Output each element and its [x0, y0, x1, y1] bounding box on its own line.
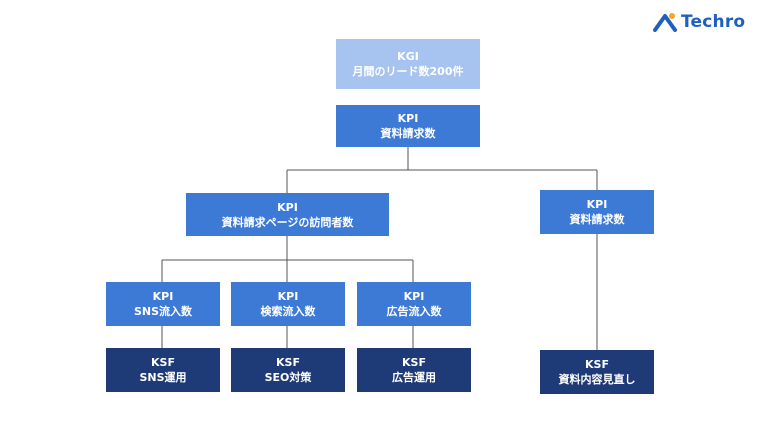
kpi-visitors-label: 資料請求ページの訪問者数: [221, 215, 354, 229]
kgi-label: 月間のリード数200件: [352, 65, 464, 78]
ksf-seo-title: KSF: [276, 356, 300, 369]
kpi-visitors-title: KPI: [277, 200, 298, 214]
kpi-sns-title: KPI: [152, 290, 174, 303]
ksf-doc-label: 資料内容見直し: [558, 373, 636, 386]
kpi-ad-title: KPI: [403, 290, 425, 303]
kpi-top-title: KPI: [397, 112, 419, 125]
ksf-ad-label: 広告運用: [392, 371, 436, 384]
kpi-search-label: 検索流入数: [260, 305, 316, 318]
ksf-ad-box: KSF 広告運用: [357, 348, 471, 392]
kgi-title: KGI: [397, 50, 419, 63]
ksf-seo-box: KSF SEO対策: [231, 348, 345, 392]
techro-logo[interactable]: Techro: [653, 10, 745, 34]
kpi-search-box: KPI 検索流入数: [231, 282, 345, 326]
kgi-box: KGI 月間のリード数200件: [336, 39, 480, 89]
kpi-ad-label: 広告流入数: [386, 305, 442, 318]
ksf-sns-box: KSF SNS運用: [106, 348, 220, 392]
kpi-ad-box: KPI 広告流入数: [357, 282, 471, 326]
kpi-right-box: KPI 資料請求数: [540, 190, 654, 234]
techro-logo-icon: [653, 13, 677, 32]
kpi-visitors-box: KPI 資料請求ページの訪問者数: [186, 193, 389, 236]
ksf-sns-label: SNS運用: [139, 371, 187, 384]
kpi-right-title: KPI: [586, 198, 608, 211]
ksf-ad-title: KSF: [402, 356, 426, 369]
ksf-sns-title: KSF: [151, 356, 175, 369]
ksf-doc-box: KSF 資料内容見直し: [540, 350, 654, 394]
kpi-search-title: KPI: [277, 290, 299, 303]
kpi-top-label: 資料請求数: [380, 127, 436, 140]
ksf-seo-label: SEO対策: [264, 371, 312, 384]
kpi-top-box: KPI 資料請求数: [336, 105, 480, 147]
kpi-sns-label: SNS流入数: [133, 305, 193, 318]
ksf-doc-title: KSF: [585, 358, 609, 371]
logo-text: Techro: [681, 12, 746, 32]
kpi-sns-box: KPI SNS流入数: [106, 282, 220, 326]
kpi-right-label: 資料請求数: [569, 213, 625, 226]
